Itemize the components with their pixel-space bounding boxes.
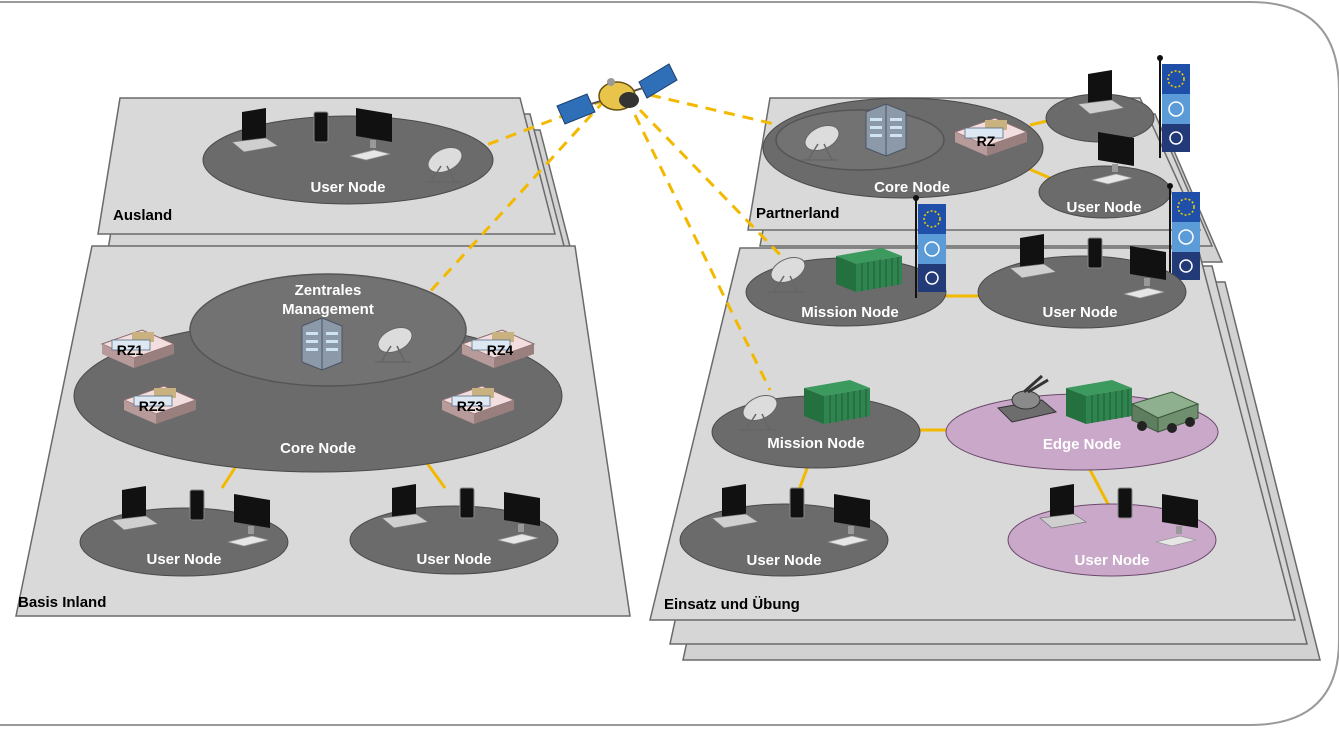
zentrales-label-1: Zentrales [295, 282, 362, 299]
einsatz-user-node-right-label: User Node [1074, 552, 1149, 569]
zentrales-label-2: Management [282, 301, 374, 318]
plane-label-ausland: Ausland [113, 207, 172, 224]
rz3-label: RZ3 [457, 398, 484, 414]
rz2-label: RZ2 [139, 398, 166, 414]
phone-icon [313, 111, 329, 143]
rz-partner-label: RZ [977, 133, 996, 149]
partner-user-node-label: User Node [1066, 199, 1141, 216]
container-icon [835, 247, 903, 293]
container-icon [1065, 379, 1133, 425]
mission-node-lower-label: Mission Node [767, 435, 865, 452]
edge-node-label: Edge Node [1043, 436, 1121, 453]
mission-node-upper-label: Mission Node [801, 304, 899, 321]
laptop-icon [1077, 69, 1125, 115]
phone-icon [1117, 487, 1133, 519]
ausland-user-node [202, 115, 494, 205]
user-node-upper-right-label: User Node [1042, 304, 1117, 321]
basis-user-node-right-label: User Node [416, 551, 491, 568]
basis-core-node-label: Core Node [280, 440, 356, 457]
phone-icon [1087, 237, 1103, 269]
building-icon [865, 103, 907, 157]
partner-core-node-label: Core Node [874, 179, 950, 196]
rz1-label: RZ1 [117, 342, 144, 358]
ausland-user-node-label: User Node [310, 179, 385, 196]
building-icon [301, 317, 343, 371]
container-icon [803, 379, 871, 425]
rz4-label: RZ4 [487, 342, 514, 358]
einsatz-user-node-left-label: User Node [746, 552, 821, 569]
phone-icon [189, 489, 205, 521]
tank-icon [996, 374, 1058, 423]
basis-user-node-left-label: User Node [146, 551, 221, 568]
plane-label-einsatz: Einsatz und Übung [664, 596, 800, 613]
plane-label-basis-inland: Basis Inland [18, 594, 106, 611]
plane-label-partnerland: Partnerland [756, 205, 839, 222]
phone-icon [459, 487, 475, 519]
armored-vehicle-icon [1130, 391, 1200, 433]
satellite-icon [556, 63, 678, 125]
phone-icon [789, 487, 805, 519]
